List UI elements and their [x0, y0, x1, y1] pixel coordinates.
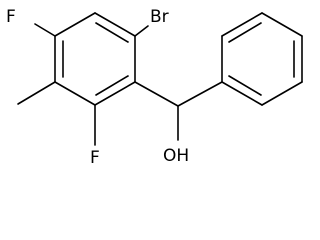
bond-ring-b-1-inner — [228, 75, 262, 96]
structure-canvas: Br F F OH — [6, 7, 303, 168]
atom-label-fluorine-bottom: F — [90, 148, 100, 168]
bond-ring-b-1 — [221, 81, 263, 106]
atom-labels: Br F F OH — [6, 7, 189, 168]
substituent-bonds — [17, 23, 223, 146]
bond-ring-a-2 — [54, 12, 96, 37]
bond-ring-b-5-inner — [228, 22, 262, 43]
bond-ring-b-5 — [221, 12, 263, 37]
bond-ring-a-5 — [94, 81, 136, 106]
bond-carbinol-to-phenyl — [177, 81, 223, 107]
bond-ring-a-1-inner — [95, 22, 129, 43]
bond-ring-b-4 — [261, 12, 303, 37]
bond-to-methyl — [17, 81, 56, 105]
bond-to-fluorine-top — [34, 23, 56, 37]
bond-ring-a-5-inner — [95, 75, 129, 96]
phenyl-ring — [221, 12, 303, 106]
atom-label-fluorine-top: F — [6, 7, 16, 27]
atom-label-hydroxyl: OH — [163, 146, 189, 166]
bond-ring-a-4 — [54, 81, 96, 106]
bond-ring-to-carbinol — [134, 81, 179, 107]
bond-ring-b-2 — [261, 81, 303, 106]
bond-to-bromine — [134, 25, 149, 37]
bond-ring-a-1 — [94, 12, 136, 37]
molecule-drawing: Br F F OH — [6, 7, 303, 168]
atom-label-bromine: Br — [150, 7, 169, 27]
left-ring — [54, 12, 136, 106]
